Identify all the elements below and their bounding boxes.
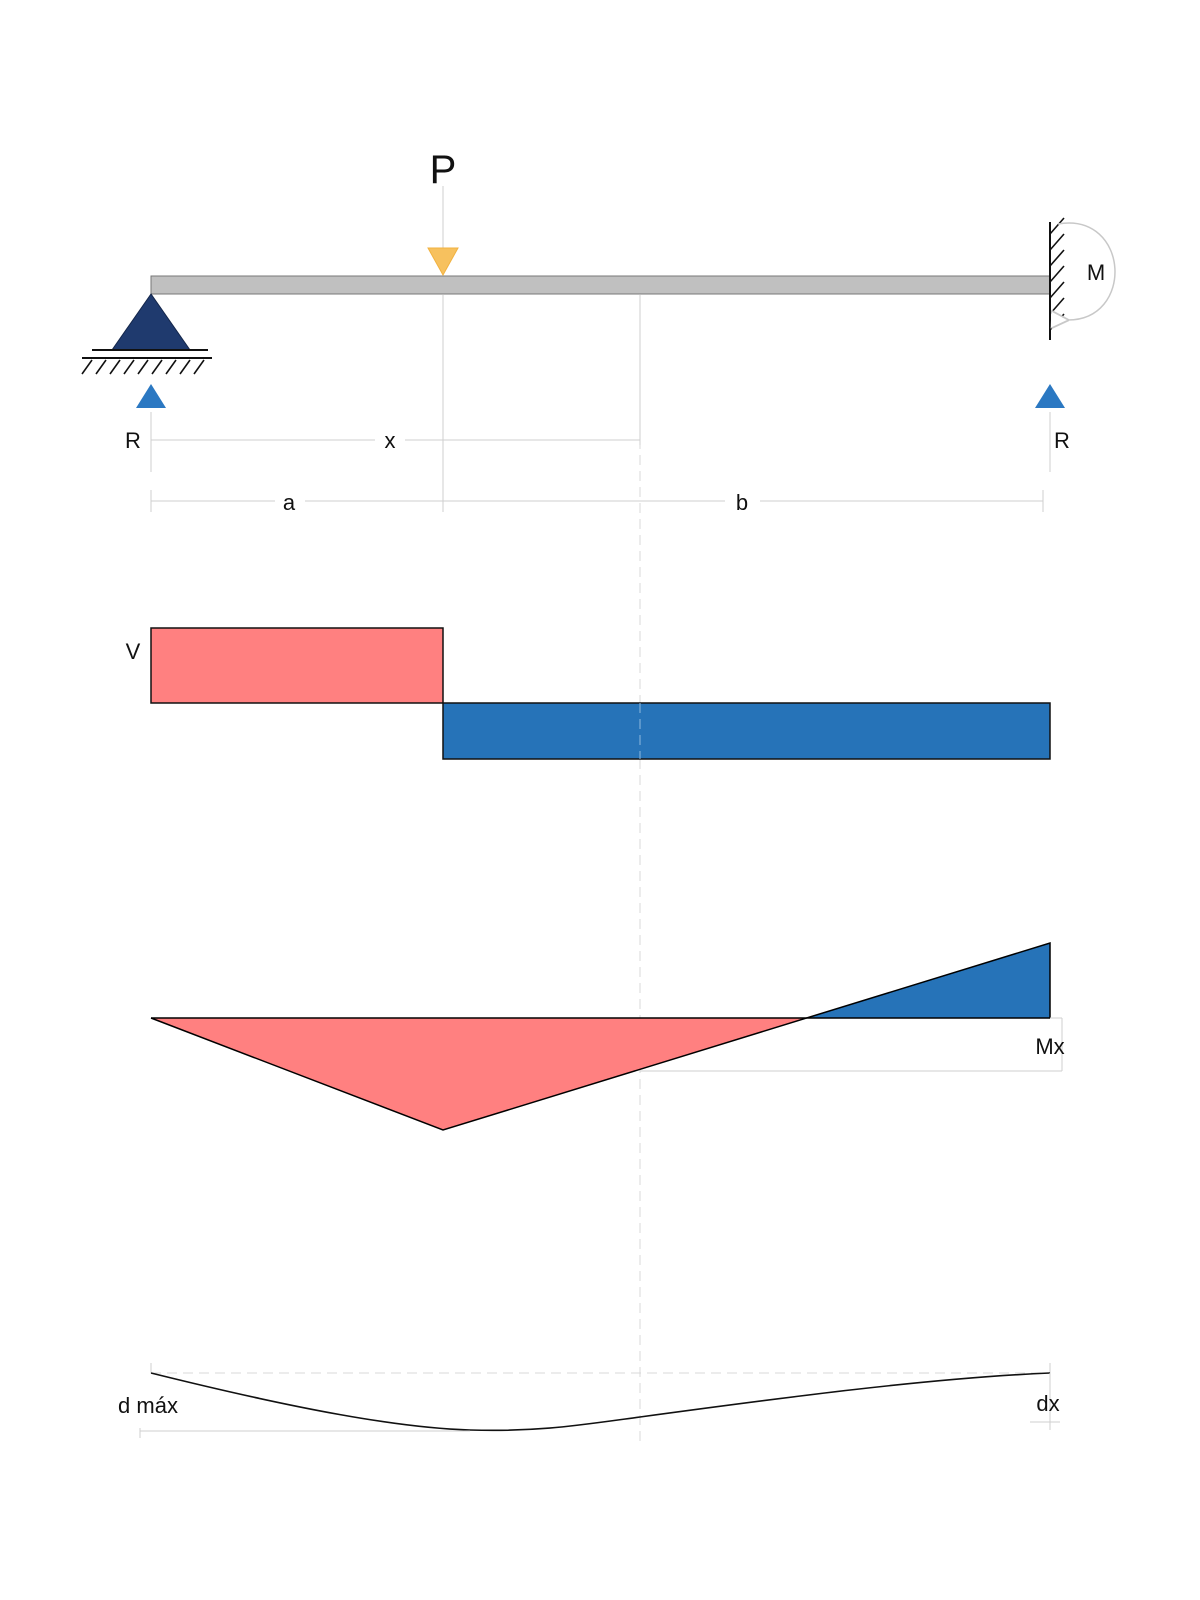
load-label: P [430, 148, 457, 192]
down-arrow-icon [427, 247, 459, 277]
deflection-diagram [139, 1363, 1060, 1438]
dimension-x [151, 295, 641, 445]
moment-diagram [150, 941, 1063, 1131]
shear-negative-region [442, 702, 1051, 760]
reaction-right-label: R [1054, 428, 1070, 453]
span-a-label: a [283, 490, 296, 515]
moment-label: M [1087, 260, 1105, 285]
deflection-curve [150, 1372, 1051, 1432]
shear-positive-region [150, 627, 444, 704]
position-label: x [385, 428, 396, 453]
reaction-right [1035, 384, 1065, 472]
max-deflection-label: d máx [118, 1393, 178, 1418]
moment-at-x-label: Mx [1035, 1034, 1064, 1059]
load-arrow [427, 186, 459, 277]
moment-negative-region [151, 1018, 807, 1130]
span-b-label: b [736, 490, 748, 515]
up-arrow-icon [136, 384, 166, 408]
reaction-left [136, 384, 166, 472]
reaction-left-label: R [125, 428, 141, 453]
pin-support-icon [81, 293, 212, 375]
fixed-wall-icon [1049, 217, 1065, 340]
shear-label: V [126, 639, 141, 664]
dimension-a-b [150, 295, 1044, 512]
shear-diagram [150, 627, 1051, 760]
curved-arrow-icon [1058, 222, 1116, 320]
beam [150, 275, 1051, 295]
deflection-at-x-label: dx [1036, 1391, 1059, 1416]
up-arrow-icon [1035, 384, 1065, 408]
